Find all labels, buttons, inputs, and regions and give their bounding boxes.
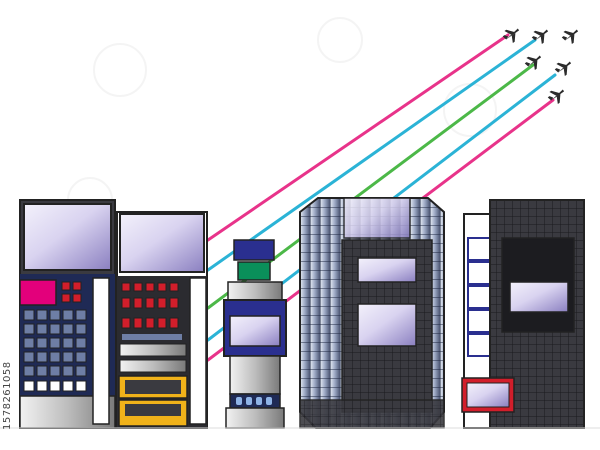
airplane-icon [529,24,552,47]
vertical-sign [92,277,110,425]
billboard-screen [23,203,112,271]
airplane-icon [559,24,582,47]
trail-cyan-1 [206,38,537,272]
billboard-screen [119,213,205,273]
vertical-sign [189,277,207,425]
building-glass-tower [299,197,445,429]
building-left [19,199,116,429]
airplanes [500,23,582,107]
building-second [116,211,208,429]
airplane-icon [500,23,523,46]
stock-id-text: 1578261058 [2,361,13,430]
building-center-tower [223,239,287,429]
tower-screen [509,281,569,313]
tower-screen [357,257,417,283]
tower-screen [229,315,281,347]
building-right [461,199,585,429]
pink-sign [19,279,57,306]
window-grid [61,281,82,303]
tower-screen [357,303,417,347]
trail-magenta-1 [206,33,510,242]
